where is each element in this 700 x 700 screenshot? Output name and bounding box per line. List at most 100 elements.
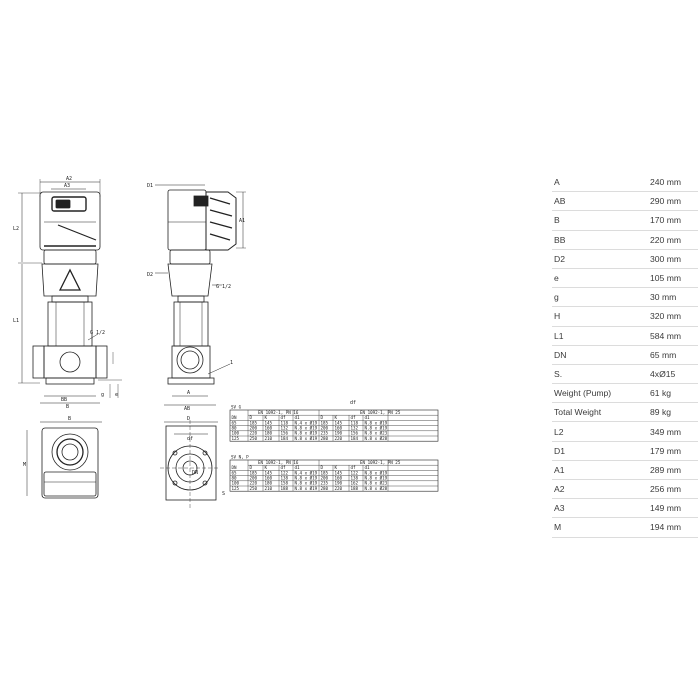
flange-table-header: df [281, 465, 287, 470]
flange-table-cell: 160 [265, 426, 273, 431]
flange-table-cell: 188 [351, 486, 359, 491]
spec-label: A [554, 177, 560, 188]
label-a2: A2 [66, 176, 72, 182]
flange-table-cell: 185 [321, 470, 329, 475]
flange-table-cell: 250 [250, 486, 258, 491]
spec-label: L1 [554, 330, 564, 341]
flange-table-cell: N.8 x Ø19 [295, 426, 318, 431]
spec-value: 256 mm [650, 484, 682, 495]
spec-label: DN [554, 349, 567, 360]
flange-table-cell: 280 [321, 436, 329, 441]
flange-table-cell: 80 [232, 426, 238, 431]
label-l2: L2 [13, 226, 19, 232]
flange-table-header: D [321, 465, 324, 470]
spec-value: 289 mm [650, 464, 682, 475]
front-view [18, 179, 122, 404]
flange-table-cell: 158 [281, 481, 289, 486]
spec-row: A2 256 mm [552, 480, 698, 500]
flange-table-cell: N.8 x Ø19 [295, 436, 318, 441]
flange-table-cell: 185 [250, 420, 258, 425]
flange-table-cell: 184 [351, 436, 359, 441]
flange-table-cell: 190 [335, 431, 343, 436]
flange-table-cell: 132 [281, 426, 289, 431]
label-df: df [187, 436, 193, 442]
spec-value: 584 mm [650, 330, 682, 341]
flange-table-cell: 125 [232, 486, 240, 491]
spec-value: 320 mm [650, 311, 682, 322]
flange-table-cell: 160 [265, 476, 273, 481]
flange-table-cell: 250 [250, 436, 258, 441]
flange-table-group-pn16: EN 1092-1, PN 16 [258, 410, 299, 415]
spec-label: A2 [554, 484, 565, 495]
flange-table-cell: 125 [232, 436, 240, 441]
flange-table-cell: 65 [232, 420, 238, 425]
flange-table-cell: N.4 x Ø19 [295, 470, 318, 475]
spec-row: Weight (Pump)61 kg [552, 384, 698, 404]
dimension-labels: A2 A3 L2 L1 G 1/2 BB B g e D1 A1 D2 G 1/… [13, 176, 356, 497]
flange-table-cell: 160 [335, 476, 343, 481]
flange-table-header: DN [232, 465, 238, 470]
spec-value: 300 mm [650, 253, 682, 264]
spec-value: 105 mm [650, 273, 682, 284]
spec-row: L1 584 mm [552, 327, 698, 346]
flange-table-cell: N.8 x Ø19 [365, 420, 388, 425]
flange-table-cell: N.8 x Ø19 [295, 431, 318, 436]
spec-value: 194 mm [650, 522, 682, 533]
flange-table-cell: 280 [321, 486, 329, 491]
flange-table-cell: 184 [281, 436, 289, 441]
flange-table-title: SV N, P [231, 455, 249, 460]
flange-table-header: d1 [365, 415, 371, 420]
flange-table-cell: 145 [265, 420, 273, 425]
flange-view [160, 420, 220, 510]
flange-table-group-pn25: EN 1092-1, PN 25 [360, 410, 401, 415]
flange-table-header: D [250, 465, 253, 470]
spec-value: 179 mm [650, 445, 682, 456]
flange-table-cell: 185 [250, 470, 258, 475]
flange-table-header: DN [232, 415, 238, 420]
label-d1: D1 [147, 183, 153, 189]
label-g12-front: G 1/2 [90, 330, 105, 336]
drawing-svg: A2 A3 L2 L1 G 1/2 BB B g e D1 A1 D2 G 1/… [13, 176, 439, 510]
flange-table-cell: N.8 x Ø28 [365, 486, 388, 491]
flange-table-cell: 220 [335, 436, 343, 441]
flange-table-cell: N.4 x Ø19 [295, 420, 318, 425]
flange-table-cell: 180 [265, 481, 273, 486]
flange-table-cell: 138 [351, 476, 359, 481]
flange-table-cell: 162 [351, 481, 359, 486]
spec-value: 170 mm [650, 215, 682, 226]
flange-table-cell: N.8 x Ø19 [295, 486, 318, 491]
flange-table-header: D [321, 415, 324, 420]
flange-table-cell: 185 [321, 420, 329, 425]
flange-table-header: d1 [295, 415, 301, 420]
flange-table-header: D [250, 415, 253, 420]
label-l1: L1 [13, 318, 19, 324]
spec-value: 61 kg [650, 388, 672, 399]
flange-table-cell: 210 [265, 436, 273, 441]
flange-table-cell: 122 [351, 470, 359, 475]
label-g: g [101, 392, 104, 398]
label-d: D [187, 416, 190, 422]
flange-table-cell: N.8 x Ø28 [365, 436, 388, 441]
flange-table-cell: 156 [351, 431, 359, 436]
spec-label: g [554, 292, 559, 303]
flange-table-header: K [335, 415, 338, 420]
flange-table-cell: 145 [335, 420, 343, 425]
flange-table-cell: 138 [281, 476, 289, 481]
label-ab: AB [184, 406, 190, 412]
flange-table-cell: 132 [351, 426, 359, 431]
spec-row: H 320 mm [552, 307, 698, 327]
flange-table-header: df [351, 415, 357, 420]
spec-value: 149 mm [650, 503, 682, 514]
spec-label: B [554, 215, 560, 226]
spec-label: H [554, 311, 561, 322]
label-df-top: df [350, 400, 356, 406]
spec-value: 240 mm [650, 177, 682, 188]
